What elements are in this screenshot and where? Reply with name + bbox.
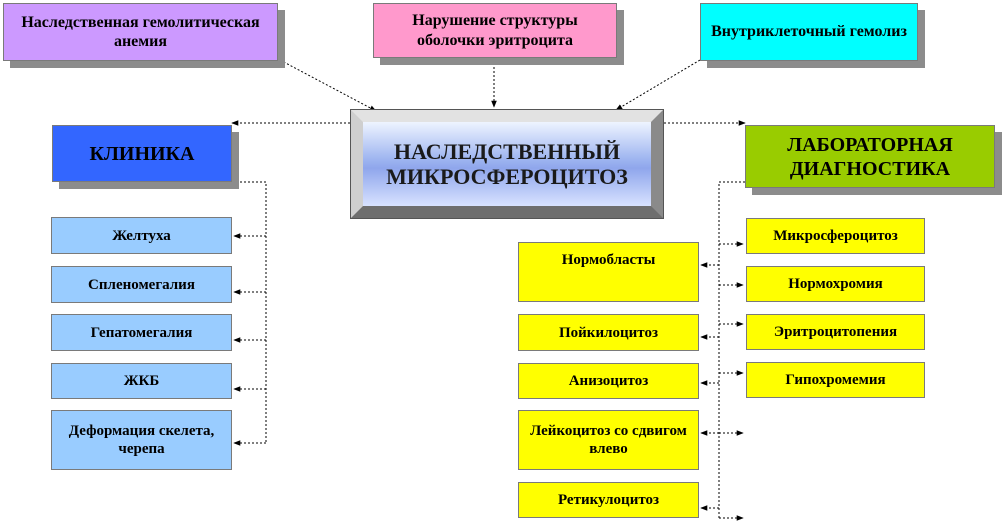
lab-item-microspherocytosis: Микросфероцитоз	[746, 218, 925, 254]
lab-item-hypochromemia: Гипохромемия	[746, 362, 925, 398]
clinic-item-splenomegaly: Спленомегалия	[51, 266, 232, 303]
membrane-disorder-box: Нарушение структуры оболочки эритроцита	[373, 3, 617, 58]
hereditary-anemia-box: Наследственная гемолитическая анемия	[3, 3, 278, 61]
lab-item-normochromia: Нормохромия	[746, 266, 925, 302]
lab-bracket	[718, 181, 745, 520]
center-title: НАСЛЕДСТВЕННЫЙ МИКРОСФЕРОЦИТОЗ	[363, 122, 651, 206]
lab-item-erythrocytopenia: Эритроцитопения	[746, 314, 925, 350]
lab-item-poikilocytosis: Пойкилоцитоз	[518, 314, 699, 351]
arrow-anemia-to-center	[279, 59, 377, 112]
lab-item-reticulocytosis: Ретикулоцитоз	[518, 482, 699, 518]
arrow-hemolysis-to-center	[615, 59, 701, 111]
center-diagnosis-box: НАСЛЕДСТВЕННЫЙ МИКРОСФЕРОЦИТОЗ	[350, 109, 664, 219]
clinic-item-gallstones: ЖКБ	[51, 363, 232, 399]
lab-item-leukocytosis: Лейкоцитоз со сдвигом влево	[518, 410, 699, 470]
lab-item-normoblasts: Нормобласты	[518, 242, 699, 302]
center-bevel	[351, 110, 663, 218]
clinic-item-hepatomegaly: Гепатомегалия	[51, 314, 232, 351]
intracellular-hemolysis-box: Внутриклеточный гемолиз	[700, 3, 918, 61]
lab-header: ЛАБОРАТОРНАЯ ДИАГНОСТИКА	[745, 125, 995, 188]
clinic-item-jaundice: Желтуха	[51, 217, 232, 254]
clinic-header: КЛИНИКА	[52, 125, 232, 182]
lab-item-anisocytosis: Анизоцитоз	[518, 363, 699, 399]
clinic-item-skeletal-deformation: Деформация скелета, черепа	[51, 410, 232, 470]
clinic-bracket	[232, 181, 267, 443]
